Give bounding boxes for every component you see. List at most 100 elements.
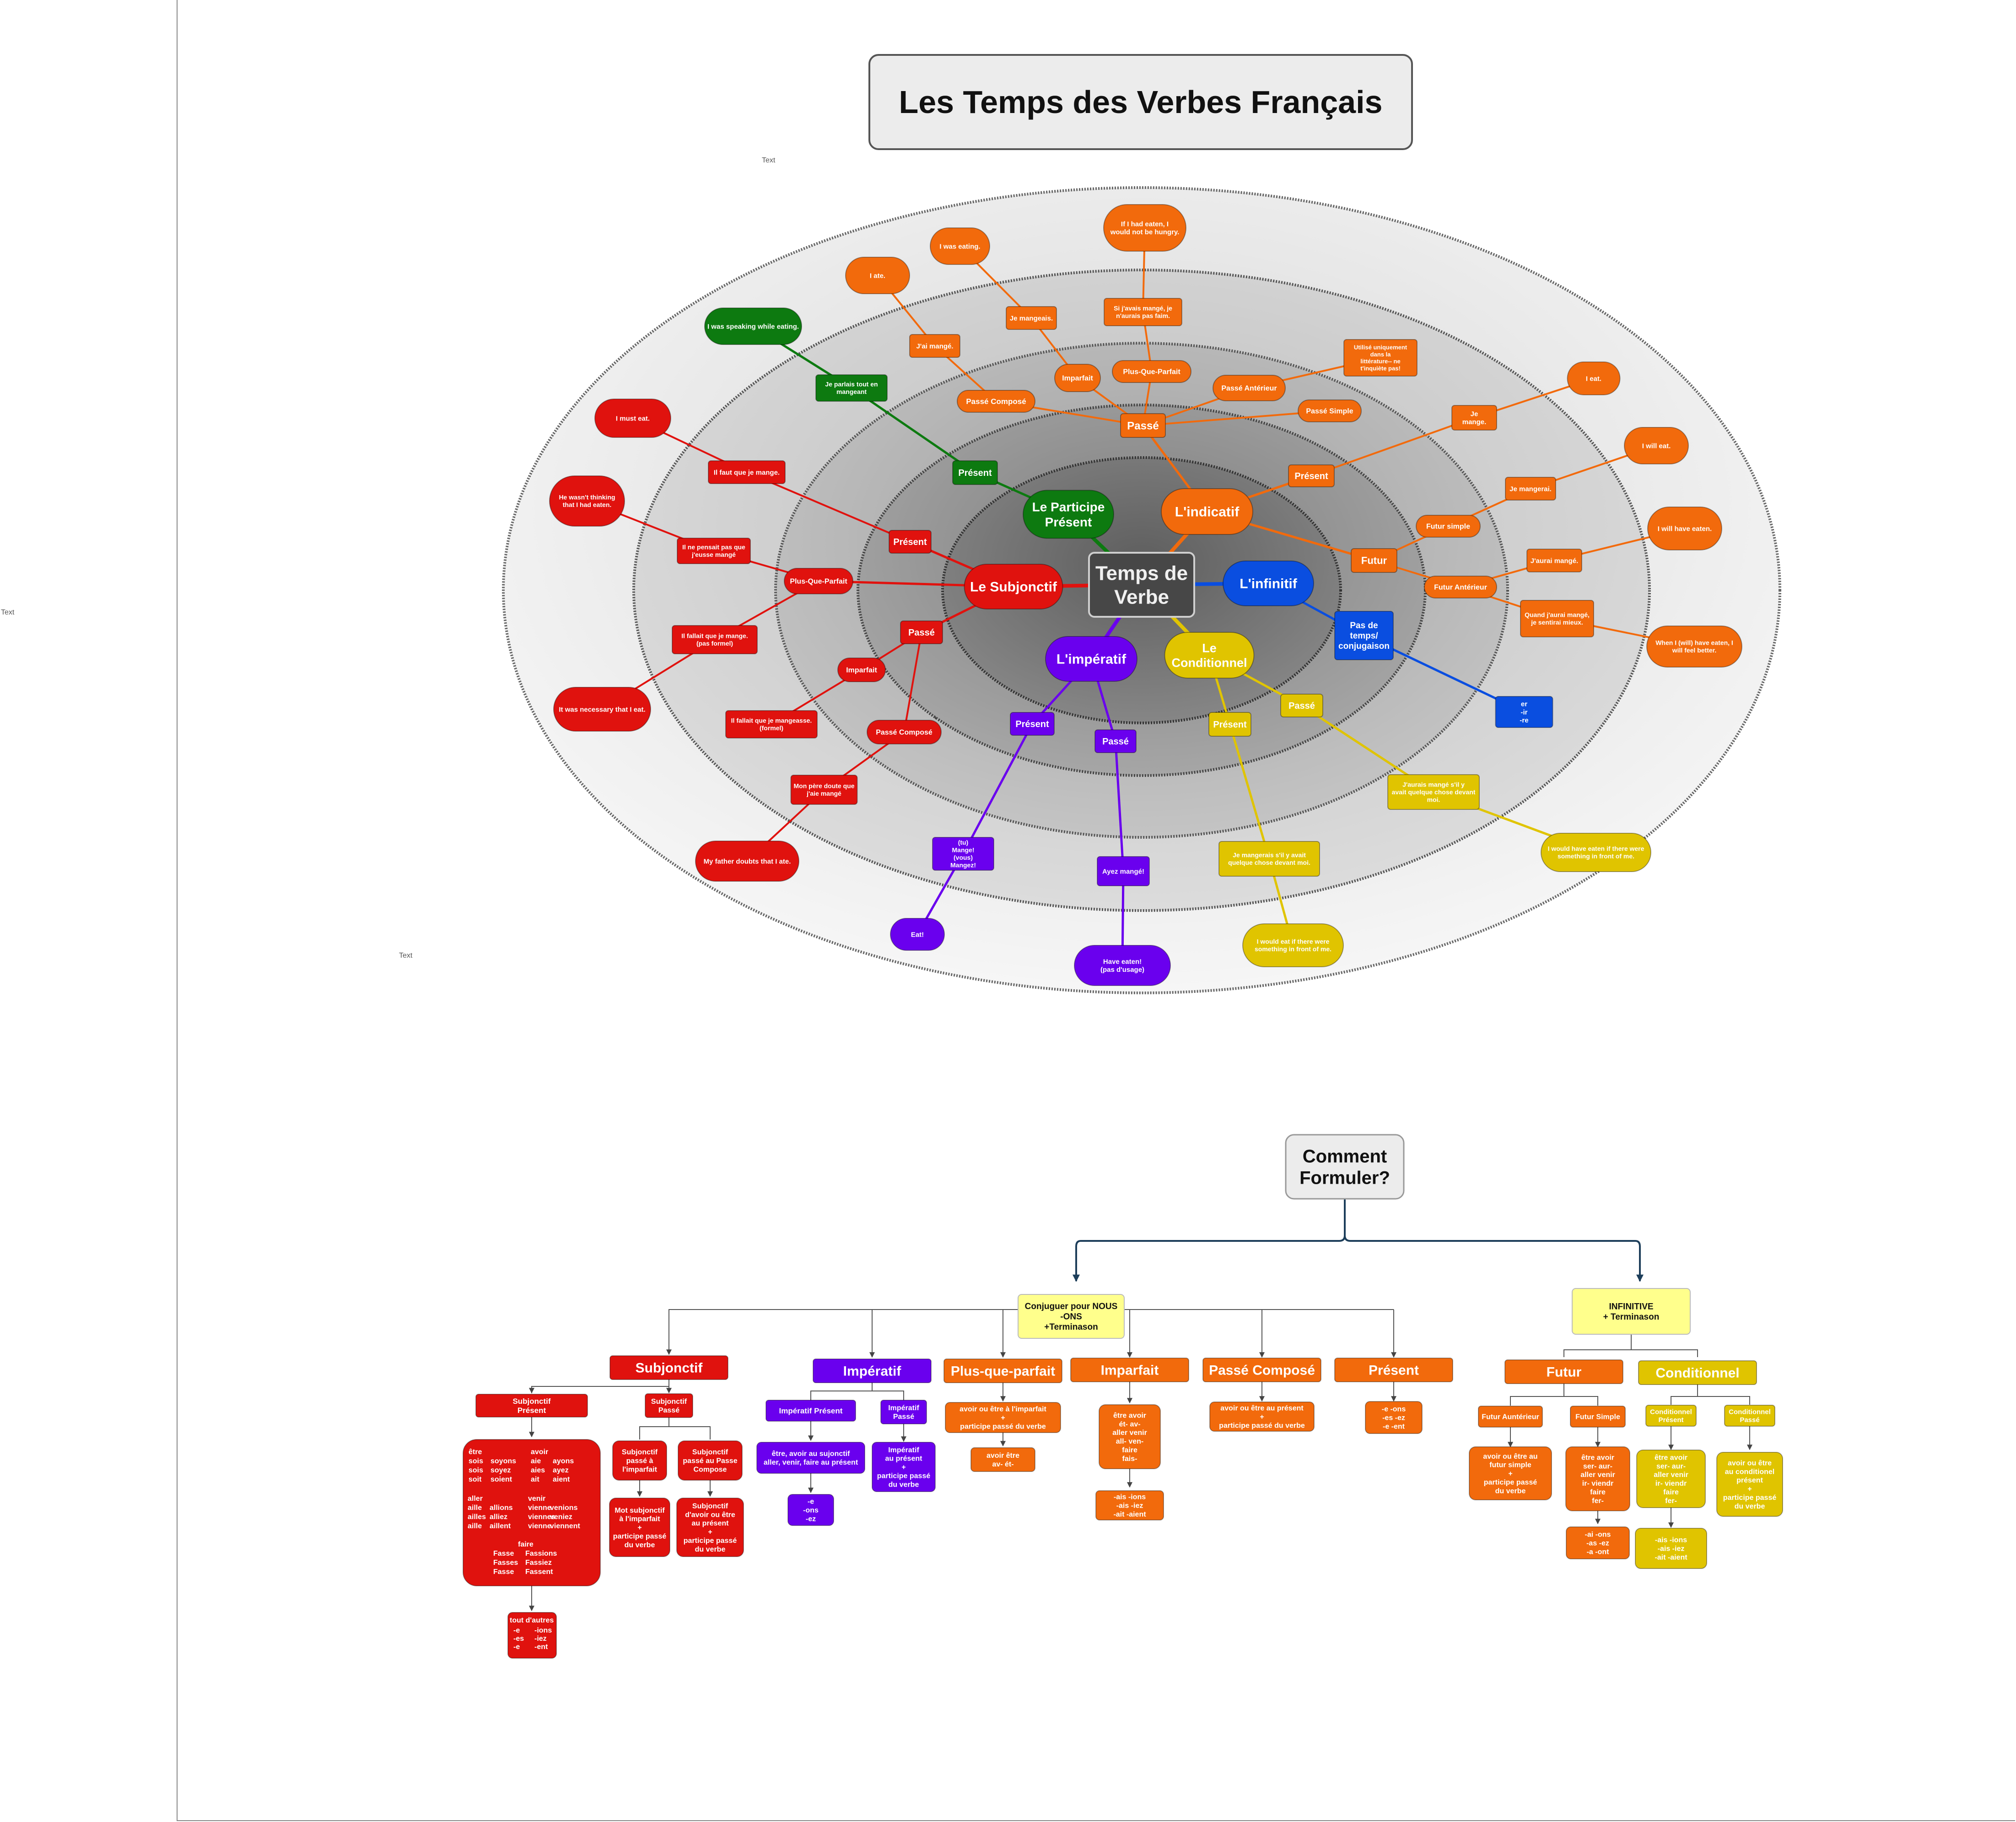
node-text: Plus-Que-Parfait xyxy=(1123,368,1180,376)
node-s-imp: Imparfait xyxy=(837,658,886,682)
tree-cond-endings: -ais -ions-ais -iez-ait -aient xyxy=(1635,1528,1707,1569)
connector-line xyxy=(746,471,911,543)
node-f-end: er-ir-re xyxy=(1495,696,1553,728)
node-text: Eat! xyxy=(911,931,924,938)
node-text: I eat. xyxy=(1586,375,1601,383)
node-text: -ai -ons-as -ez-a -ont xyxy=(1585,1531,1611,1556)
connector-line xyxy=(903,632,922,733)
node-text: Quand j'aurai mangé,je sentirai mieux. xyxy=(1525,611,1590,626)
node-text: Subjonctif xyxy=(636,1361,703,1376)
node-p-pres: Présent xyxy=(952,460,998,485)
tree-imp-present: Impératif Présent xyxy=(765,1400,856,1422)
conjugation-column: tout d'autres-e-ions-es-iez-e-ent xyxy=(510,1617,554,1651)
tree-imp-h: Imparfait xyxy=(1070,1358,1189,1382)
node-text: -ais -ions-ais -iez-ait -aient xyxy=(1655,1536,1687,1562)
node-text: avoir ou être au présent+participe passé… xyxy=(1219,1405,1305,1430)
node-text: Il faut que je mange. xyxy=(714,469,780,476)
node-text: -ais -ions-ais -iez-ait -aient xyxy=(1113,1493,1146,1519)
node-s-en-pqp2: It was necessary that I eat. xyxy=(553,687,651,732)
node-text: Il fallait que je mangeasse.(formel) xyxy=(731,717,812,732)
connector-line xyxy=(1073,1199,1346,1282)
node-text: Présent xyxy=(893,537,927,547)
node-i-ps: Passé Simple xyxy=(1298,399,1362,422)
tree-m-h: Impératif xyxy=(813,1358,932,1383)
node-text: J'ai mangé. xyxy=(916,342,953,350)
connector-line xyxy=(1671,1385,1750,1405)
node-en-pres: I eat. xyxy=(1567,361,1621,395)
node-ind: L'indicatif xyxy=(1161,488,1253,535)
node-text: Conditionnel xyxy=(1655,1366,1739,1381)
node-text: -e-ons-ez xyxy=(803,1498,819,1523)
node-sub: Le Subjonctif xyxy=(964,564,1063,609)
node-text: er-ir-re xyxy=(1520,701,1528,724)
node-text: Présent xyxy=(958,468,992,478)
node-ex-fa2: Quand j'aurai mangé,je sentirai mieux. xyxy=(1520,600,1594,637)
node-text: Je mangeais. xyxy=(1010,314,1053,322)
node-i-fut: Futur xyxy=(1351,548,1397,573)
node-text: Passé xyxy=(908,628,935,638)
tree-nous: Conjuguer pour NOUS-ONS+Terminason xyxy=(1018,1294,1125,1339)
tree-pqp-h: Plus-que-parfait xyxy=(943,1358,1062,1383)
node-text: Ayez mangé! xyxy=(1102,868,1144,875)
node-s-pqp: Plus-Que-Parfait xyxy=(784,568,853,594)
node-c-pres: Présent xyxy=(1208,712,1251,737)
node-text: Imparfait xyxy=(1062,375,1093,383)
node-en-imp: I was eating. xyxy=(930,227,990,265)
node-s-pres: Présent xyxy=(889,530,932,554)
node-text: Futur Antérieur xyxy=(1434,584,1487,592)
node-en-fs: I will eat. xyxy=(1624,427,1689,464)
tree-pqp-formule: avoir ou être à l'imparfait+participe pa… xyxy=(945,1402,1061,1433)
node-text: Présent xyxy=(1015,719,1049,729)
tree-futur-anterieur: Futur Auntérieur xyxy=(1478,1406,1543,1428)
connector-line xyxy=(1510,1384,1598,1406)
node-text: Impératif xyxy=(843,1364,902,1379)
connector-line xyxy=(1563,1331,1698,1357)
stray-text-label: Text xyxy=(1,609,15,616)
node-i-pc: Passé Composé xyxy=(957,390,1035,413)
node-text: Futur simple xyxy=(1426,523,1470,531)
node-text: I was speaking while eating. xyxy=(707,323,799,330)
canvas-frame xyxy=(177,0,2015,1821)
node-ex-pc: J'ai mangé. xyxy=(909,334,960,358)
node-m-ex-passe: Ayez mangé! xyxy=(1097,856,1150,886)
tree-pr-h: Présent xyxy=(1334,1358,1453,1382)
node-text: L'indicatif xyxy=(1175,505,1240,520)
node-text: Passé Antérieur xyxy=(1221,385,1277,393)
node-i-pa: Passé Antérieur xyxy=(1213,375,1286,401)
node-text: (tu)Mange!(vous)Mangez! xyxy=(950,839,976,869)
tree-infv: INFINITIVE+ Terminason xyxy=(1572,1288,1691,1335)
node-text: Plus-que-parfait xyxy=(951,1364,1055,1379)
connector-line xyxy=(1311,417,1475,477)
